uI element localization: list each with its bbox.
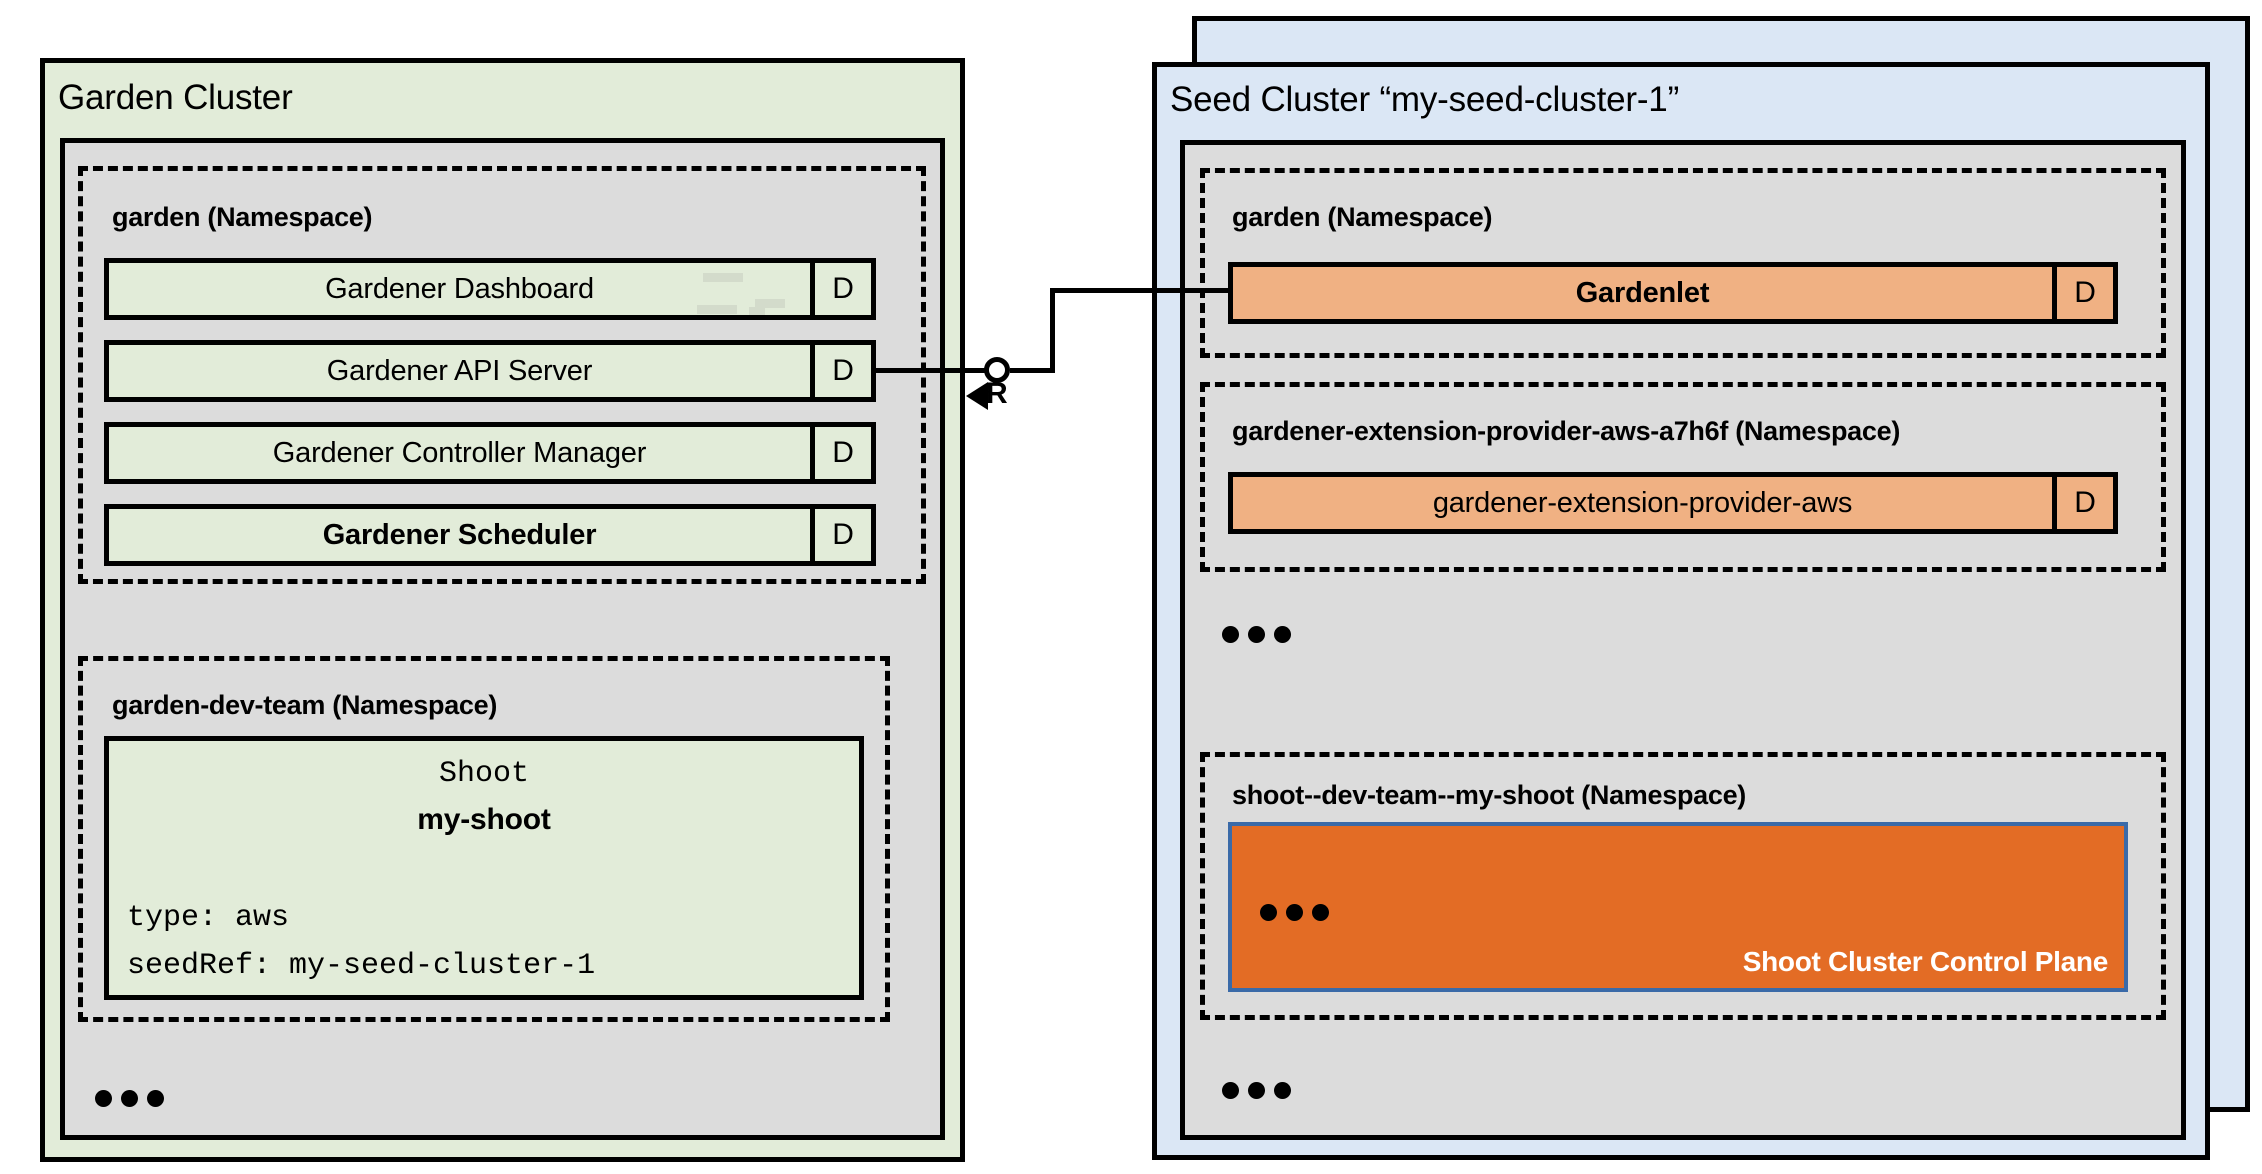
component-deployment-badge: D	[2052, 267, 2113, 319]
seed-shoot-namespace-label: shoot--dev-team--my-shoot (Namespace)	[1232, 780, 1746, 810]
erased-artifact-mark	[697, 305, 737, 314]
component-body: Gardener Scheduler	[109, 509, 810, 561]
component-body: Gardener Controller Manager	[109, 427, 810, 479]
garden-cluster-title: Garden Cluster	[58, 78, 293, 117]
connector-segment-h1	[876, 368, 986, 373]
shoot-resource-card[interactable]: Shoot my-shoot type: aws seedRef: my-see…	[104, 736, 864, 1000]
component-label: Gardener Controller Manager	[272, 436, 647, 469]
garden-dev-team-namespace-label: garden-dev-team (Namespace)	[112, 690, 498, 720]
component-body: Gardener API Server	[109, 345, 810, 397]
component-gardener-scheduler[interactable]: Gardener Scheduler D	[104, 504, 876, 566]
component-gardener-dashboard[interactable]: Gardener Dashboard D	[104, 258, 876, 320]
component-label: gardener-extension-provider-aws	[1432, 486, 1853, 519]
connector-segment-h3	[1050, 288, 1232, 293]
erased-artifact-mark	[749, 307, 765, 315]
garden-namespace-label: garden (Namespace)	[112, 202, 373, 232]
component-gardener-extension-provider-aws[interactable]: gardener-extension-provider-aws D	[1228, 472, 2118, 534]
component-body: gardener-extension-provider-aws	[1233, 477, 2052, 529]
connector-socket-icon	[984, 357, 1010, 383]
seed-extension-namespace-label: gardener-extension-provider-aws-a7h6f (N…	[1232, 416, 1901, 446]
component-gardenlet[interactable]: Gardenlet D	[1228, 262, 2118, 324]
connector-arrowhead-icon	[966, 382, 988, 410]
shoot-kind-label: Shoot	[438, 757, 529, 791]
control-plane-more-indicator	[1260, 904, 1329, 921]
connector-segment-v	[1050, 288, 1055, 373]
component-body: Gardenlet	[1233, 267, 2052, 319]
component-label: Gardener Dashboard	[325, 272, 594, 305]
component-deployment-badge: D	[810, 345, 871, 397]
garden-cluster-more-indicator	[95, 1090, 164, 1107]
shoot-name-label: my-shoot	[417, 803, 551, 836]
component-deployment-badge: D	[810, 509, 871, 561]
seed-cluster-title: Seed Cluster “my-seed-cluster-1”	[1170, 80, 1680, 119]
component-label: Gardener Scheduler	[322, 518, 597, 551]
erased-artifact-mark	[703, 273, 743, 282]
shoot-cluster-control-plane[interactable]: Shoot Cluster Control Plane	[1228, 822, 2128, 992]
component-body: Gardener Dashboard	[109, 263, 810, 315]
control-plane-label: Shoot Cluster Control Plane	[1742, 946, 2109, 977]
connector-segment-h2	[1010, 368, 1055, 373]
seed-cluster-mid-more-indicator	[1222, 626, 1291, 643]
component-label: Gardenlet	[1575, 276, 1710, 309]
connector-label-r: R	[986, 377, 1008, 410]
component-label: Gardener API Server	[326, 354, 593, 387]
component-gardener-controller-manager[interactable]: Gardener Controller Manager D	[104, 422, 876, 484]
component-deployment-badge: D	[810, 427, 871, 479]
seed-cluster-more-indicator	[1222, 1082, 1291, 1099]
shoot-spec-type: type: aws	[127, 901, 290, 935]
seed-garden-namespace-label: garden (Namespace)	[1232, 202, 1493, 232]
component-deployment-badge: D	[810, 263, 871, 315]
component-deployment-badge: D	[2052, 477, 2113, 529]
erased-artifact-mark	[755, 299, 785, 308]
shoot-spec-seedref: seedRef: my-seed-cluster-1	[127, 949, 596, 983]
component-gardener-api-server[interactable]: Gardener API Server D	[104, 340, 876, 402]
